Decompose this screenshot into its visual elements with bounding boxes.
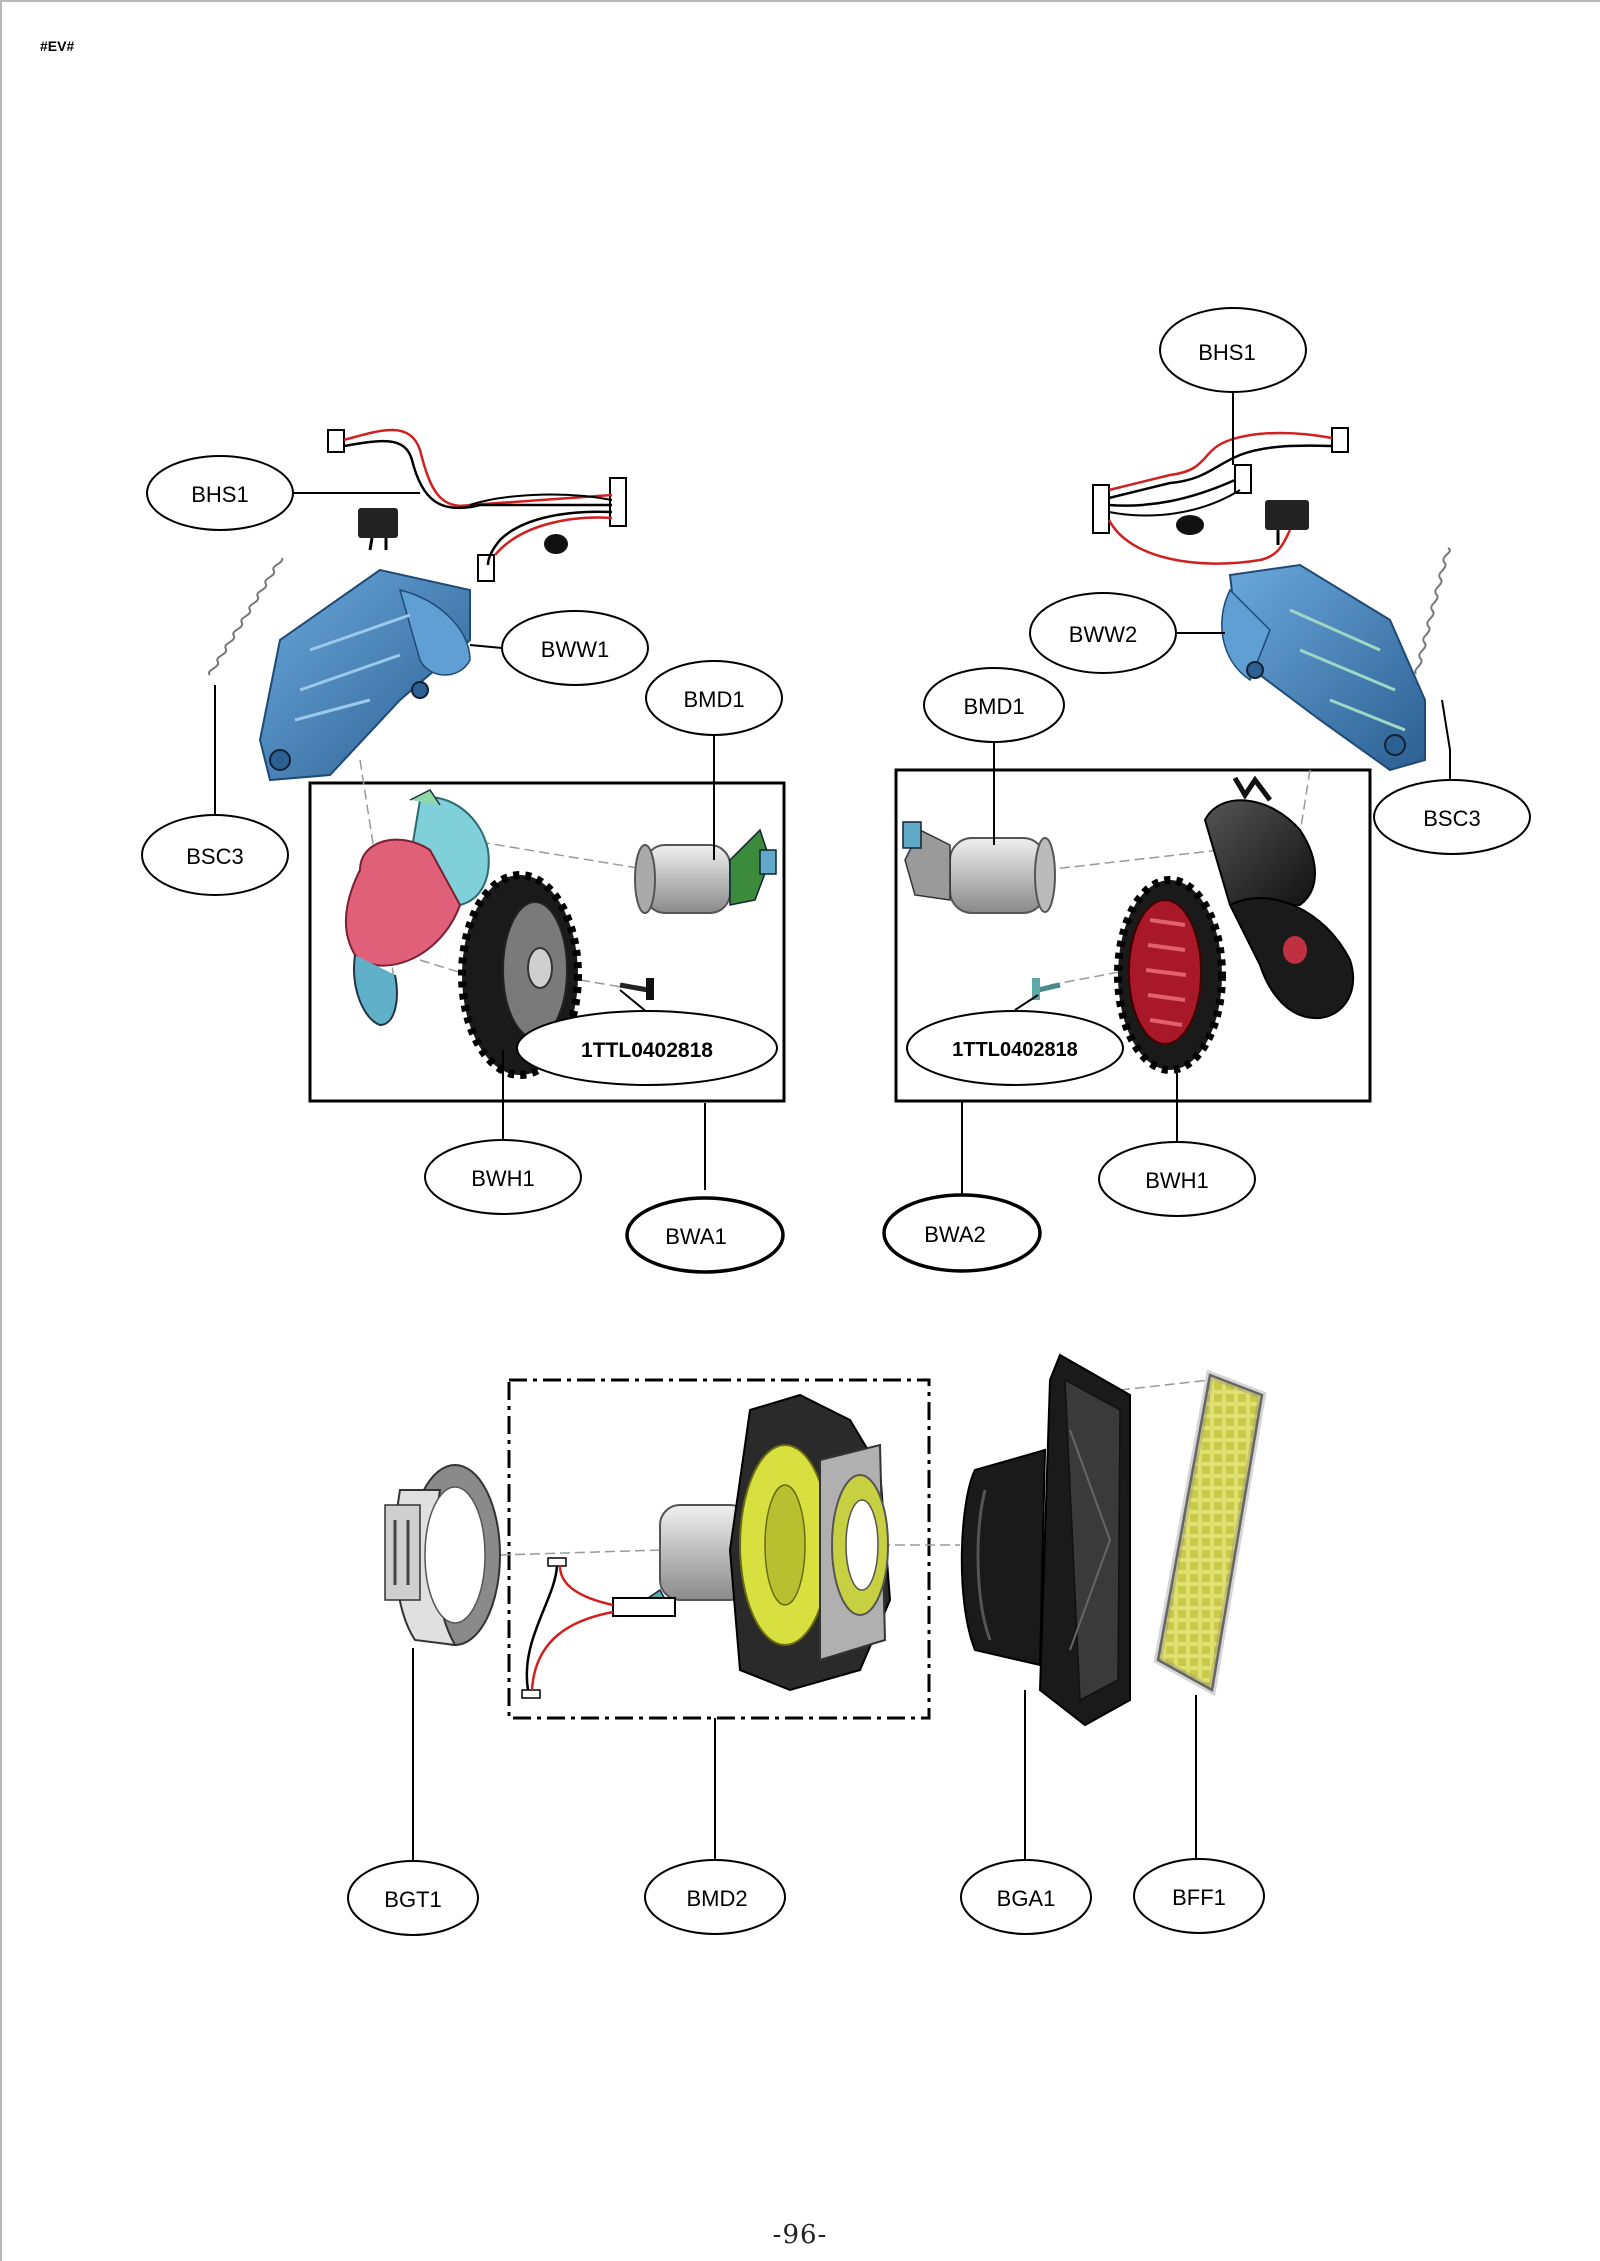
- callout-bff1: BFF1: [1133, 1858, 1265, 1934]
- callout-screw-right: 1TTL0402818: [906, 1010, 1124, 1086]
- fan-leader-lines: [412, 1648, 1197, 1862]
- right-harness: [1092, 427, 1349, 565]
- right-motor: [902, 821, 1056, 914]
- callout-bww2: BWW2: [1029, 592, 1177, 674]
- callout-bwh1-left: BWH1: [424, 1139, 582, 1215]
- fan-assembly: BGT1 BMD2 BGA1 BFF1: [347, 1353, 1267, 1936]
- page-number: -96-: [772, 2220, 828, 2250]
- callout-bsc3-left: BSC3: [141, 814, 289, 896]
- right-wheel: [1114, 876, 1226, 1074]
- svg-text:BMD1: BMD1: [963, 694, 1024, 719]
- left-gear-cover: [344, 789, 490, 1027]
- callout-bmd1-right: BMD1: [923, 667, 1065, 743]
- svg-text:1TTL0402818: 1TTL0402818: [952, 1039, 1078, 1061]
- fan-wires: [521, 1557, 676, 1699]
- svg-text:BWA2: BWA2: [924, 1222, 986, 1247]
- svg-text:BWW1: BWW1: [541, 637, 609, 662]
- callout-bhs1-right: BHS1: [1159, 307, 1307, 393]
- fan-ring-bgt1: [384, 1464, 501, 1647]
- callout-bwa1: BWA1: [625, 1196, 785, 1274]
- callout-bmd2: BMD2: [644, 1859, 786, 1935]
- svg-text:BWA1: BWA1: [665, 1224, 727, 1249]
- callout-bwa2: BWA2: [882, 1193, 1042, 1273]
- svg-text:BGT1: BGT1: [384, 1887, 441, 1912]
- left-spring: [207, 557, 284, 676]
- bwa2-frame: [894, 768, 1372, 1103]
- callout-bga1: BGA1: [960, 1859, 1092, 1935]
- callout-bmd1-left: BMD1: [645, 660, 783, 736]
- bmd2-frame: [507, 1378, 931, 1720]
- svg-text:BHS1: BHS1: [1198, 340, 1255, 365]
- svg-text:BWH1: BWH1: [471, 1166, 535, 1191]
- bwa1-frame: [308, 781, 786, 1103]
- callout-bwh1-right: BWH1: [1098, 1141, 1256, 1217]
- right-gear-cover: [1203, 775, 1355, 1020]
- left-leader-lines: [214, 492, 715, 1190]
- svg-text:BSC3: BSC3: [186, 844, 243, 869]
- fan-dashed-guides: [499, 1379, 1211, 1556]
- left-harness: [327, 428, 627, 582]
- callout-bsc3-right: BSC3: [1373, 779, 1531, 855]
- fan-housing-bga1: [960, 1353, 1131, 1727]
- right-housing: [1221, 563, 1426, 772]
- right-wheel-assembly: BHS1 BWW2 BMD1 BSC3 1TTL0402818 BWH1 BWA…: [882, 307, 1531, 1273]
- callout-bgt1: BGT1: [347, 1860, 479, 1936]
- right-screw: [1032, 978, 1061, 1000]
- callout-bhs1-left: BHS1: [146, 455, 294, 531]
- svg-text:BWW2: BWW2: [1069, 622, 1137, 647]
- svg-text:BHS1: BHS1: [191, 482, 248, 507]
- fan-filter-bff1: [1153, 1369, 1267, 1697]
- left-wheel-assembly: BHS1 BWW1 BMD1 BSC3 1TTL0402818 BWH1 BWA…: [141, 428, 786, 1274]
- callout-screw-left: 1TTL0402818: [516, 1010, 778, 1086]
- svg-text:BMD2: BMD2: [686, 1886, 747, 1911]
- svg-text:BGA1: BGA1: [997, 1886, 1056, 1911]
- svg-text:1TTL0402818: 1TTL0402818: [581, 1039, 713, 1062]
- callout-bww1: BWW1: [501, 610, 649, 686]
- left-screw: [619, 978, 654, 1000]
- fan-motor: [644, 1393, 892, 1692]
- svg-text:BWH1: BWH1: [1145, 1168, 1209, 1193]
- left-housing: [258, 568, 471, 782]
- svg-text:BMD1: BMD1: [683, 687, 744, 712]
- right-spring: [1414, 547, 1451, 675]
- header-tag: #EV#: [40, 38, 75, 54]
- left-motor: [634, 828, 777, 914]
- svg-text:BSC3: BSC3: [1423, 806, 1480, 831]
- svg-text:BFF1: BFF1: [1172, 1885, 1226, 1910]
